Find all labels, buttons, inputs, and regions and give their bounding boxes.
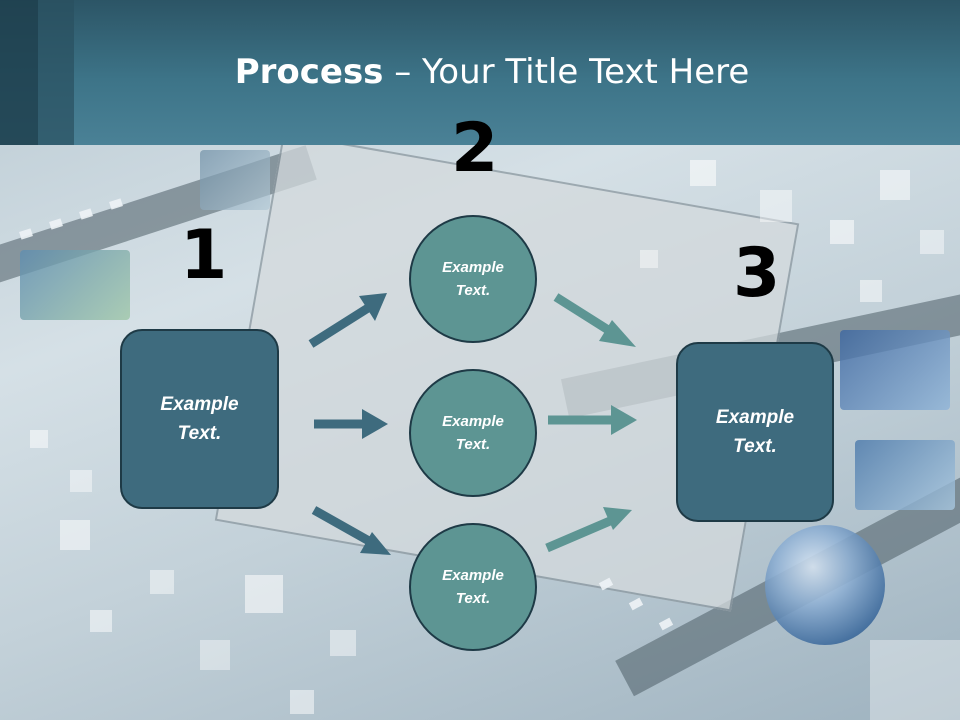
light-square [290, 690, 314, 714]
light-square [860, 280, 882, 302]
arrow-from-top-circle [553, 293, 636, 347]
light-square [70, 470, 92, 492]
background-photo [200, 150, 270, 210]
globe-image [765, 525, 885, 645]
step-3-text: Example Text. [715, 407, 795, 457]
circle-text: Example Text. [442, 413, 504, 453]
step-number-3[interactable]: 3 [733, 234, 781, 313]
slide-title[interactable]: Process – Your Title Text Here [0, 52, 960, 92]
light-square [30, 430, 48, 448]
step-1-box[interactable]: Example Text. [120, 329, 279, 509]
light-square [870, 640, 960, 720]
light-square [245, 575, 283, 613]
light-square [760, 190, 792, 222]
step-2-circle-top[interactable]: Example Text. [409, 215, 537, 343]
step-number-2[interactable]: 2 [451, 109, 499, 188]
background-photo [840, 330, 950, 410]
light-square [690, 160, 716, 186]
arrow-to-bottom-circle [311, 506, 391, 555]
light-square [920, 230, 944, 254]
title-bold-text: Process [234, 52, 384, 92]
light-square [330, 630, 356, 656]
header-accent [0, 0, 38, 145]
header-accent [38, 0, 74, 145]
step-2-circle-bottom[interactable]: Example Text. [409, 523, 537, 651]
circle-text: Example Text. [442, 567, 504, 607]
step-3-box[interactable]: Example Text. [676, 342, 834, 522]
step-number-1[interactable]: 1 [180, 216, 228, 295]
arrow-from-middle-circle [548, 405, 637, 435]
title-rest-text: – Your Title Text Here [383, 52, 750, 92]
step-1-text: Example Text. [160, 394, 239, 444]
light-square [60, 520, 90, 550]
light-square [90, 610, 112, 632]
circle-text: Example Text. [442, 259, 504, 299]
light-square [880, 170, 910, 200]
title-band: Process – Your Title Text Here [0, 0, 960, 145]
background-photo [20, 250, 130, 320]
step-2-circle-middle[interactable]: Example Text. [409, 369, 537, 497]
arrow-to-middle-circle [314, 409, 388, 439]
light-square [640, 250, 658, 268]
background-photo [855, 440, 955, 510]
light-square [200, 640, 230, 670]
arrow-to-top-circle [308, 293, 387, 348]
arrow-from-bottom-circle [545, 507, 632, 553]
light-square [150, 570, 174, 594]
light-square [830, 220, 854, 244]
